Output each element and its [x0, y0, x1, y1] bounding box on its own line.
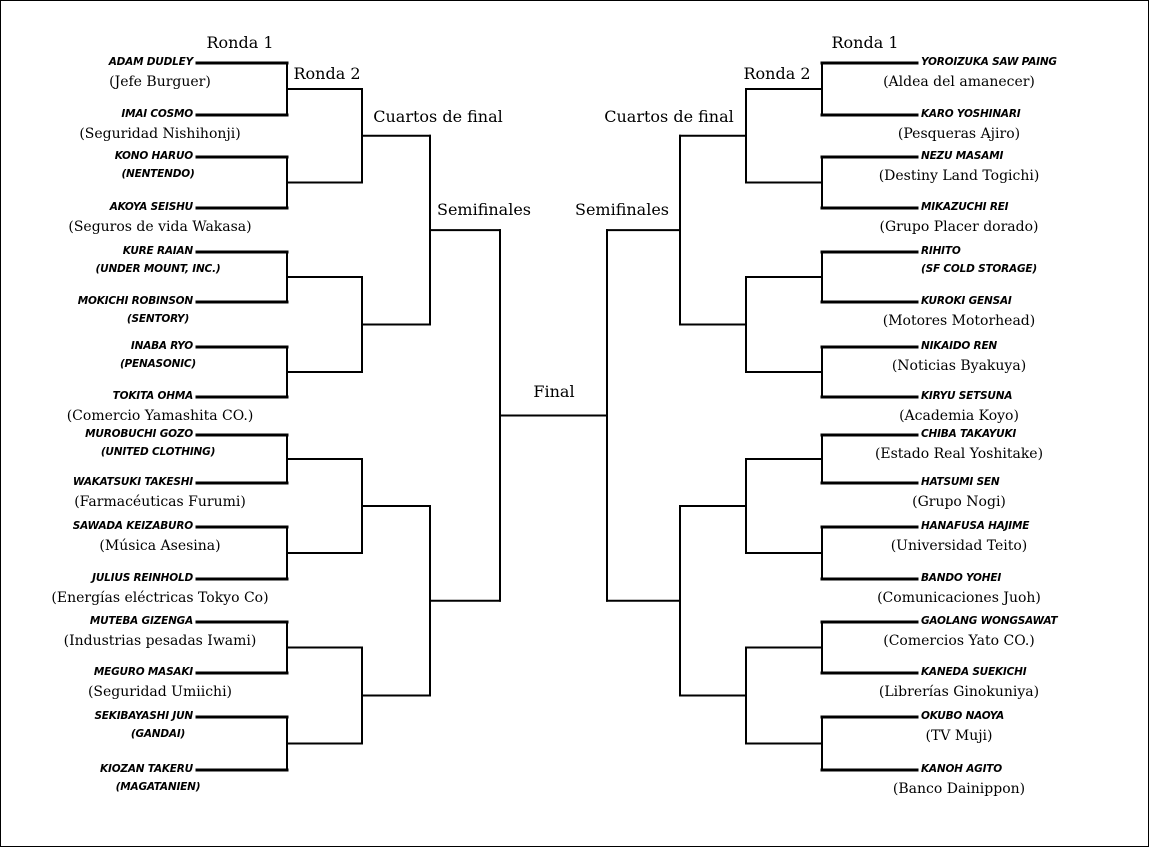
left-entrant-7-name: INABA RYO [130, 339, 193, 352]
left-entrant-9-name: MUROBUCHI GOZO [85, 427, 193, 440]
left-entrant-13-name: MUTEBA GIZENGA [89, 614, 193, 627]
right-entrant-7-affiliation: (Noticias Byakuya) [891, 358, 1027, 374]
left-entrant-6-name: MOKICHI ROBINSON [77, 294, 193, 307]
left-quarterfinal-label: Cuartos de final [373, 107, 503, 126]
left-entrant-11-name: SAWADA KEIZABURO [72, 519, 193, 532]
right-entrant-16-affiliation: (Banco Dainippon) [892, 781, 1026, 797]
right-entrant-15-affiliation: (TV Muji) [925, 728, 993, 744]
right-entrant-11-name: HANAFUSA HAJIME [921, 519, 1030, 532]
right-entrant-3-affiliation: (Destiny Land Togichi) [878, 168, 1040, 184]
left-entrant-13-affiliation: (Industrias pesadas Iwami) [63, 633, 257, 649]
left-entrant-3-name: KONO HARUO [114, 149, 193, 162]
left-entrant-2-name: IMAI COSMO [121, 107, 193, 120]
right-quarterfinal-label: Cuartos de final [604, 107, 734, 126]
right-entrant-14-affiliation: (Librerías Ginokuniya) [878, 684, 1040, 700]
right-entrant-6-name: KUROKI GENSAI [921, 294, 1012, 307]
right-entrant-5-name: RIHITO [921, 244, 961, 257]
left-entrant-16-name: KIOZAN TAKERU [100, 762, 193, 775]
right-entrant-9-name: CHIBA TAKAYUKI [921, 427, 1017, 440]
right-entrant-4-affiliation: (Grupo Placer dorado) [879, 219, 1039, 235]
left-entrant-3-affiliation: (NENTENDO) [121, 167, 195, 180]
right-entrant-12-name: BANDO YOHEI [921, 571, 1002, 584]
right-entrant-12-affiliation: (Comunicaciones Juoh) [877, 590, 1041, 606]
final-label: Final [533, 382, 575, 401]
left-entrant-5-name: KURE RAIAN [122, 244, 193, 257]
left-entrant-15-name: SEKIBAYASHI JUN [94, 709, 193, 722]
left-entrant-5-affiliation: (UNDER MOUNT, INC.) [95, 262, 221, 275]
left-entrant-2-affiliation: (Seguridad Nishihonji) [79, 126, 241, 142]
right-entrant-1-affiliation: (Aldea del amanecer) [883, 74, 1035, 90]
left-semifinal-label: Semifinales [436, 200, 532, 219]
right-entrant-10-name: HATSUMI SEN [921, 475, 1000, 488]
right-entrant-14-name: KANEDA SUEKICHI [921, 665, 1027, 678]
left-entrant-6-affiliation: (SENTORY) [126, 312, 190, 325]
right-entrant-4-name: MIKAZUCHI REI [921, 200, 1009, 213]
left-entrant-1-name: ADAM DUDLEY [108, 55, 193, 68]
left-entrant-16-affiliation: (MAGATANIEN) [115, 780, 201, 793]
left-entrant-11-affiliation: (Música Asesina) [99, 538, 221, 554]
left-entrant-14-name: MEGURO MASAKI [93, 665, 193, 678]
left-entrant-8-affiliation: (Comercio Yamashita CO.) [66, 408, 254, 424]
right-entrant-1-name: YOROIZUKA SAW PAING [921, 55, 1057, 68]
right-entrant-9-affiliation: (Estado Real Yoshitake) [874, 446, 1044, 462]
left-entrant-4-affiliation: (Seguros de vida Wakasa) [68, 219, 252, 235]
left-entrant-9-affiliation: (UNITED CLOTHING) [100, 445, 216, 458]
right-entrant-6-affiliation: (Motores Motorhead) [882, 313, 1036, 329]
left-entrant-14-affiliation: (Seguridad Umiichi) [87, 684, 233, 700]
left-entrant-4-name: AKOYA SEISHU [109, 200, 193, 213]
right-entrant-15-name: OKUBO NAOYA [921, 709, 1005, 722]
right-entrant-16-name: KANOH AGITO [921, 762, 1002, 775]
right-entrant-13-name: GAOLANG WONGSAWAT [921, 614, 1058, 627]
left-entrant-8-name: TOKITA OHMA [112, 389, 194, 402]
left-entrant-10-name: WAKATSUKI TAKESHI [72, 475, 193, 488]
right-entrant-11-affiliation: (Universidad Teito) [890, 538, 1028, 554]
right-round-1-label: Ronda 1 [831, 33, 899, 52]
left-entrant-7-affiliation: (PENASONIC) [119, 357, 197, 370]
left-round-1-label: Ronda 1 [206, 33, 274, 52]
left-entrant-15-affiliation: (GANDAI) [130, 727, 186, 740]
left-entrant-10-affiliation: (Farmacéuticas Furumi) [74, 494, 246, 510]
right-entrant-2-affiliation: (Pesqueras Ajiro) [897, 126, 1021, 142]
left-entrant-12-affiliation: (Energías eléctricas Tokyo Co) [51, 590, 269, 606]
right-entrant-8-affiliation: (Academia Koyo) [899, 408, 1019, 424]
left-entrant-1-affiliation: (Jefe Burguer) [109, 74, 211, 90]
right-entrant-8-name: KIRYU SETSUNA [921, 389, 1013, 402]
right-entrant-2-name: KARO YOSHINARI [921, 107, 1021, 120]
right-entrant-7-name: NIKAIDO REN [921, 339, 998, 352]
left-round-2-label: Ronda 2 [293, 64, 361, 83]
right-semifinal-label: Semifinales [574, 200, 670, 219]
right-round-2-label: Ronda 2 [743, 64, 811, 83]
right-entrant-3-name: NEZU MASAMI [921, 149, 1004, 162]
right-entrant-13-affiliation: (Comercios Yato CO.) [883, 633, 1035, 649]
right-entrant-10-affiliation: (Grupo Nogi) [912, 494, 1006, 510]
left-entrant-12-name: JULIUS REINHOLD [92, 571, 193, 584]
right-entrant-5-affiliation: (SF COLD STORAGE) [921, 262, 1037, 275]
